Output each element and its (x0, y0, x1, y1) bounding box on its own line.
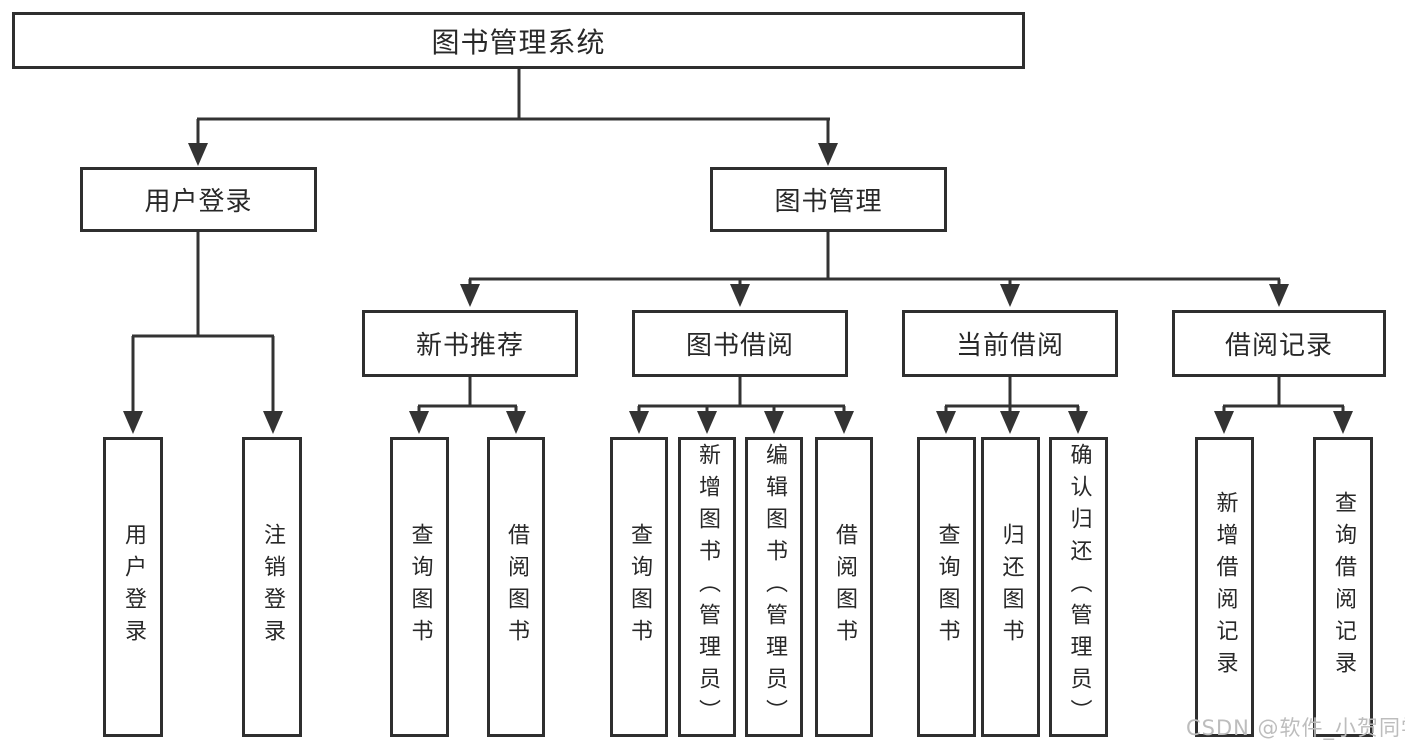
arrowhead-icon (1068, 411, 1088, 434)
arrowhead-icon (409, 411, 429, 434)
node-root: 图书管理系统 (12, 12, 1025, 69)
node-borrowing-records-label: 借阅记录 (1224, 331, 1333, 361)
leaf-recommend-query-books: 查询图书 (390, 437, 449, 737)
arrowhead-icon (123, 411, 143, 434)
leaf-logout-label: 注销登录 (260, 523, 285, 651)
arrowhead-icon (936, 411, 956, 434)
node-book-management: 图书管理 (710, 167, 947, 232)
leaf-records-add-record: 新增借阅记录 (1195, 437, 1254, 737)
arrowhead-icon (1000, 284, 1020, 307)
arrowhead-icon (818, 143, 838, 166)
node-book-management-label: 图书管理 (774, 187, 883, 217)
leaf-records-add-record-label: 新增借阅记录 (1212, 491, 1238, 683)
leaf-current-query-books: 查询图书 (917, 437, 976, 737)
leaf-user-login-label: 用户登录 (121, 523, 146, 651)
leaf-logout: 注销登录 (242, 437, 302, 737)
node-user-login: 用户登录 (80, 167, 317, 232)
leaf-borrowing-edit-books-admin: 编辑图书（管理员） (745, 437, 803, 737)
arrowhead-icon (834, 411, 854, 434)
csdn-watermark: CSDN @软件_小贺同学 (1186, 716, 1405, 740)
leaf-records-query-record: 查询借阅记录 (1313, 437, 1373, 737)
leaf-borrowing-add-books-admin-label: 新增图书（管理员） (695, 443, 720, 731)
arrowhead-icon (1269, 284, 1289, 307)
leaf-borrowing-query-books-label: 查询图书 (627, 523, 652, 651)
arrowhead-icon (697, 411, 717, 434)
node-current-borrowing-label: 当前借阅 (955, 331, 1064, 361)
arrowhead-icon (629, 411, 649, 434)
node-user-login-label: 用户登录 (144, 187, 253, 217)
node-current-borrowing: 当前借阅 (902, 310, 1118, 377)
node-borrowing-records: 借阅记录 (1172, 310, 1386, 377)
leaf-current-return-books-label: 归还图书 (998, 523, 1024, 651)
arrowhead-icon (1333, 411, 1353, 434)
node-book-borrowing-label: 图书借阅 (685, 331, 794, 361)
arrowhead-icon (188, 143, 208, 166)
node-root-label: 图书管理系统 (431, 25, 606, 59)
leaf-records-query-record-label: 查询借阅记录 (1331, 491, 1356, 683)
leaf-borrowing-borrow-books: 借阅图书 (815, 437, 873, 737)
leaf-borrowing-borrow-books-label: 借阅图书 (832, 523, 857, 651)
leaf-recommend-borrow-books: 借阅图书 (487, 437, 545, 737)
leaf-recommend-borrow-books-label: 借阅图书 (504, 523, 529, 651)
node-book-borrowing: 图书借阅 (632, 310, 848, 377)
node-new-book-recommendation-label: 新书推荐 (415, 331, 524, 361)
arrowhead-icon (506, 411, 526, 434)
node-new-book-recommendation: 新书推荐 (362, 310, 578, 377)
leaf-user-login: 用户登录 (103, 437, 163, 737)
arrowhead-icon (263, 411, 283, 434)
arrowhead-icon (730, 284, 750, 307)
leaf-borrowing-add-books-admin: 新增图书（管理员） (678, 437, 736, 737)
leaf-borrowing-edit-books-admin-label: 编辑图书（管理员） (762, 443, 787, 731)
leaf-current-return-books: 归还图书 (981, 437, 1040, 737)
arrowhead-icon (1214, 411, 1234, 434)
leaf-recommend-query-books-label: 查询图书 (407, 523, 433, 651)
leaf-current-confirm-return-admin: 确认归还（管理员） (1049, 437, 1108, 737)
leaf-current-confirm-return-admin-label: 确认归还（管理员） (1066, 443, 1092, 731)
arrowhead-icon (764, 411, 784, 434)
leaf-borrowing-query-books: 查询图书 (610, 437, 668, 737)
arrowhead-icon (460, 284, 480, 307)
leaf-current-query-books-label: 查询图书 (934, 523, 960, 651)
arrowhead-icon (1000, 411, 1020, 434)
